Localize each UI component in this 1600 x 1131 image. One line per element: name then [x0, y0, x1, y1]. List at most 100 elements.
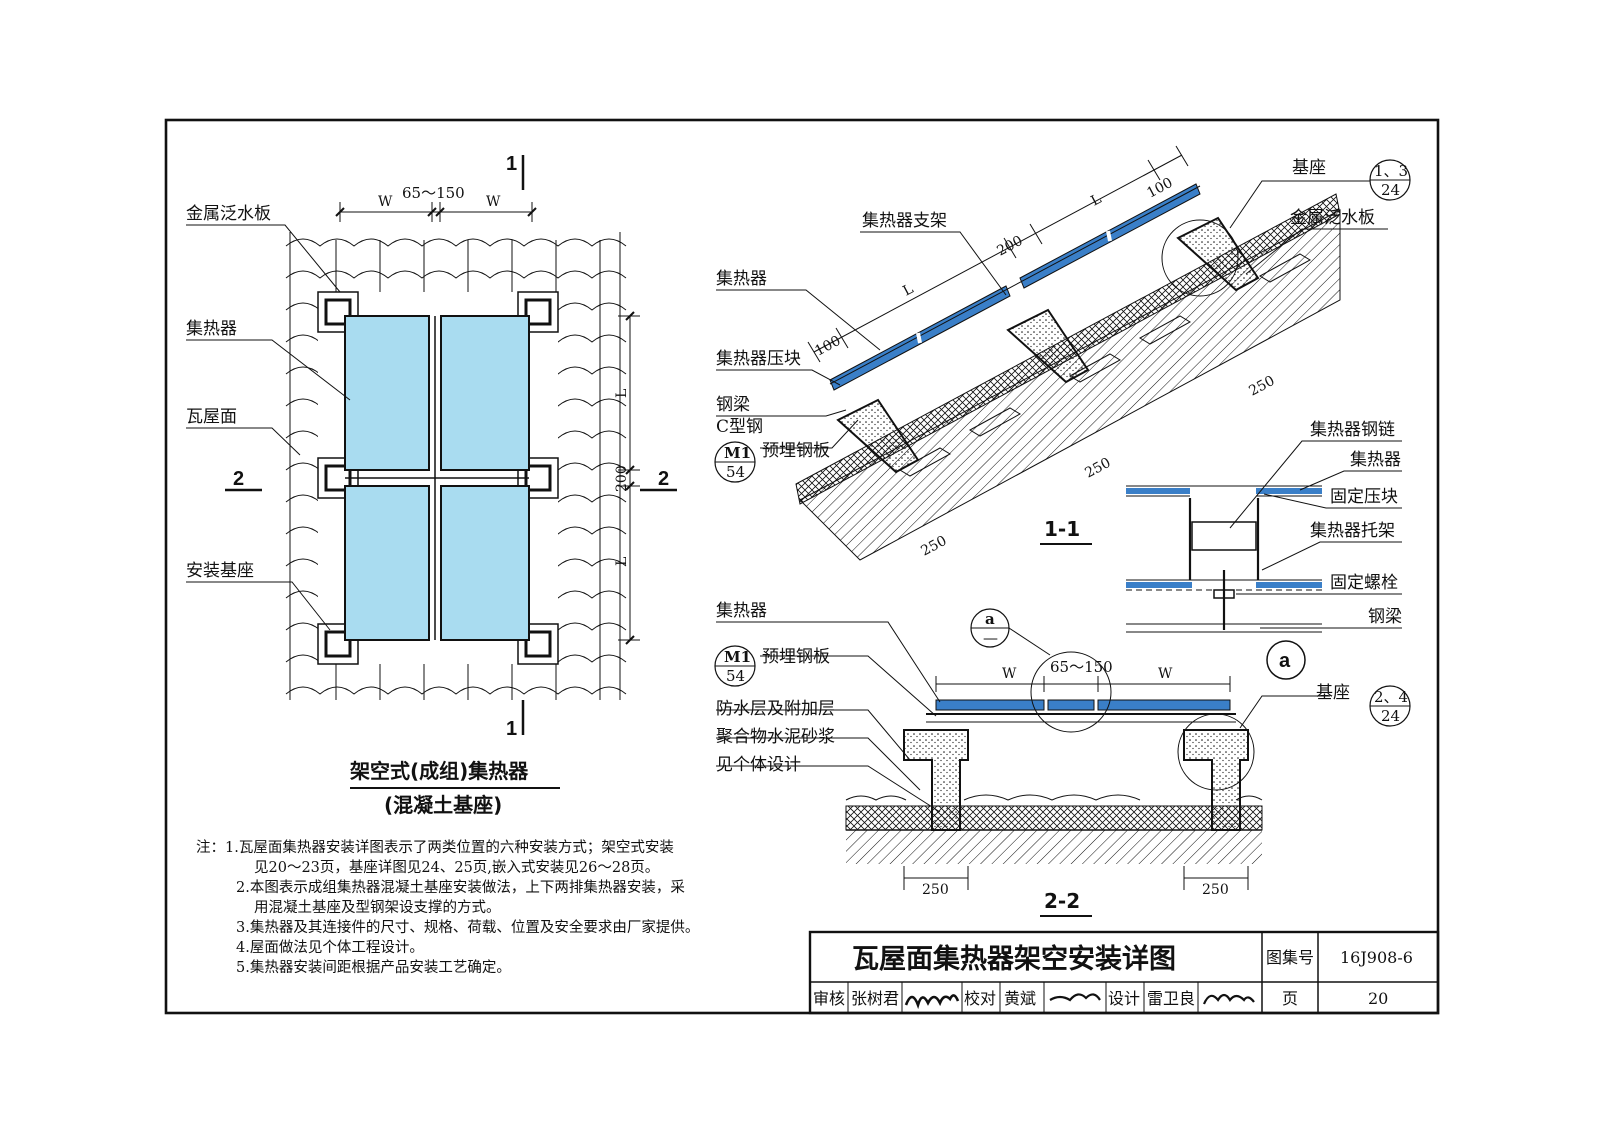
ref-bubble-m1-1-1: [714, 441, 756, 483]
dim-1-1-l-left: L: [900, 281, 916, 299]
s22-ref-a-top: a: [985, 610, 995, 628]
note-line-6: 4.屋面做法见个体工程设计。: [236, 939, 424, 956]
s11-label-collector: 集热器: [716, 269, 767, 289]
plan-label-collector: 集热器: [186, 319, 237, 339]
title-block: 瓦屋面集热器架空安装详图 图集号 16J908-6 页 20 审核 张树君 校对…: [808, 930, 1440, 1015]
ref-m1-top: M1: [724, 444, 751, 462]
atlas-label: 图集号: [1266, 948, 1314, 967]
a-label-chain: 集热器钢链: [1310, 420, 1395, 440]
a-label-bolt: 固定螺栓: [1330, 573, 1398, 593]
dim-w-left: W: [378, 194, 393, 210]
page-label: 页: [1282, 989, 1298, 1008]
section-cut-lines: [225, 155, 677, 735]
base-left-2-2: [903, 729, 969, 831]
s22-dim-250-left: 250: [922, 882, 949, 898]
plan-dimension-right: [618, 311, 640, 645]
signature-review: [904, 994, 960, 1010]
detail-a: 集热器钢链 集热器 固定压块 集热器托架 固定螺栓 钢梁 a: [1126, 420, 1402, 680]
dim-1-1-100-left: 100: [812, 333, 843, 360]
dim-gap: 65～150: [402, 184, 465, 202]
note-line-2: 见20～23页，基座详图见24、25页,嵌入式安装见26～28页。: [254, 859, 659, 876]
ref-base-bot: 24: [1381, 181, 1400, 199]
s11-label-embedded-plate: 预埋钢板: [762, 441, 830, 461]
s22-ref-base-top: 2、4: [1374, 688, 1408, 706]
dim-1-1-l-right: L: [1088, 191, 1104, 209]
detail-a-bubble: [1266, 640, 1306, 680]
s22-caption: 2-2: [1044, 889, 1080, 913]
dim-1-1-200: 200: [994, 233, 1025, 260]
a-label-clamp: 固定压块: [1330, 487, 1398, 507]
note-line-1: 注：1.瓦屋面集热器安装详图表示了两类位置的六种安装方式；架空式安装: [196, 839, 674, 856]
section-1-1: 100 L 200 L 100 250 250 250 集热器支架 集热器 集热…: [714, 145, 1411, 561]
collector-panels: [344, 315, 530, 641]
s22-dim-gap: 65～150: [1050, 658, 1113, 676]
plan-caption-main: 架空式(成组)集热器: [350, 759, 529, 783]
check-name: 黄斌: [1004, 989, 1036, 1008]
review-name: 张树君: [851, 989, 899, 1008]
note-line-7: 5.集热器安装间距根据产品安装工艺确定。: [236, 959, 511, 976]
s22-label-see-design: 见个体设计: [716, 755, 801, 775]
slab-2-2-hatch: [846, 830, 1262, 864]
dim-l-upper: L: [614, 389, 630, 398]
cut-label-1-bottom: 1: [506, 718, 517, 740]
collectors-1-1: [829, 183, 1201, 391]
concrete-bases-1-1: [836, 216, 1260, 474]
cut-label-1-top: 1: [506, 153, 517, 175]
dim-1-1-250-c: 250: [1246, 373, 1277, 400]
s22-label-waterproof: 防水层及附加层: [716, 699, 835, 719]
section-2-2: W 65～150 W 250 250 集热器 预埋钢板 防水层及附加层 聚合物水…: [714, 601, 1411, 917]
note-line-4: 用混凝土基座及型钢架设支撑的方式。: [254, 899, 501, 916]
plan-leaders: [186, 224, 351, 631]
s11-label-steel-beam: 钢梁: [716, 395, 750, 415]
s22-dim-w-right: W: [1158, 666, 1173, 682]
s22-label-mortar: 聚合物水泥砂浆: [716, 727, 835, 747]
drawing-title: 瓦屋面集热器架空安装详图: [852, 943, 1176, 975]
ref-bubble-m1-2-2: [714, 645, 756, 687]
detail-a-caption: a: [1279, 650, 1291, 672]
atlas-number: 16J908-6: [1340, 948, 1413, 967]
cut-label-2-left: 2: [233, 468, 244, 490]
dims-1-1: [807, 145, 1189, 363]
a-label-beam: 钢梁: [1368, 607, 1402, 627]
s22-ref-base-bot: 24: [1381, 707, 1400, 725]
notes: 注：1.瓦屋面集热器安装详图表示了两类位置的六种安装方式；架空式安装 见20～2…: [196, 839, 699, 976]
ref-base-top: 1、3: [1374, 162, 1408, 180]
s22-dim-250-right: 250: [1202, 882, 1229, 898]
design-label: 设计: [1108, 989, 1140, 1008]
plan-caption-sub: (混凝土基座): [384, 793, 502, 817]
check-label: 校对: [964, 989, 996, 1008]
s11-label-base: 基座: [1292, 158, 1326, 178]
plan-view: W 65～150 W L 200 L 1 1 2 2: [186, 153, 677, 817]
signature-check: [1049, 993, 1101, 1002]
dim-200: 200: [614, 465, 630, 492]
ref-bubble-base-1-1: [1369, 159, 1411, 201]
s22-ref-m1-top: M1: [724, 648, 751, 666]
sheet-border: [164, 118, 1440, 1015]
steel-chain-detail: [1191, 521, 1257, 551]
base-right-2-2: [1183, 729, 1249, 831]
s11-label-clamp: 集热器压块: [716, 349, 801, 369]
a-label-bracket: 集热器托架: [1310, 521, 1395, 541]
dim-l-lower: L: [614, 557, 630, 566]
note-line-3: 2.本图表示成组集热器混凝土基座安装做法，上下两排集热器安装，采: [236, 879, 685, 896]
leaders-1-1: [716, 180, 1388, 449]
signature-design: [1202, 993, 1255, 1005]
plan-label-base: 安装基座: [186, 561, 254, 581]
s11-label-flashing: 金属泛水板: [1290, 208, 1375, 228]
design-name: 雷卫良: [1147, 989, 1195, 1008]
s11-label-c-steel: C型钢: [716, 417, 763, 437]
mounting-bases: [317, 291, 559, 665]
plan-label-tile-roof: 瓦屋面: [186, 407, 237, 427]
s22-dim-w-left: W: [1002, 666, 1017, 682]
s22-label-embedded-plate: 预埋钢板: [762, 647, 830, 667]
ref-bubble-a: [970, 608, 1051, 656]
insulation-2-2: [845, 805, 1263, 831]
cut-label-2-right: 2: [658, 468, 669, 490]
s22-label-base: 基座: [1316, 683, 1350, 703]
page-number: 20: [1368, 989, 1388, 1008]
s11-caption: 1-1: [1044, 517, 1080, 541]
ref-bubble-base-2-2: [1369, 685, 1411, 727]
roof-tiles-1-1: [898, 253, 1312, 477]
s22-ref-a-bot: —: [983, 629, 998, 647]
